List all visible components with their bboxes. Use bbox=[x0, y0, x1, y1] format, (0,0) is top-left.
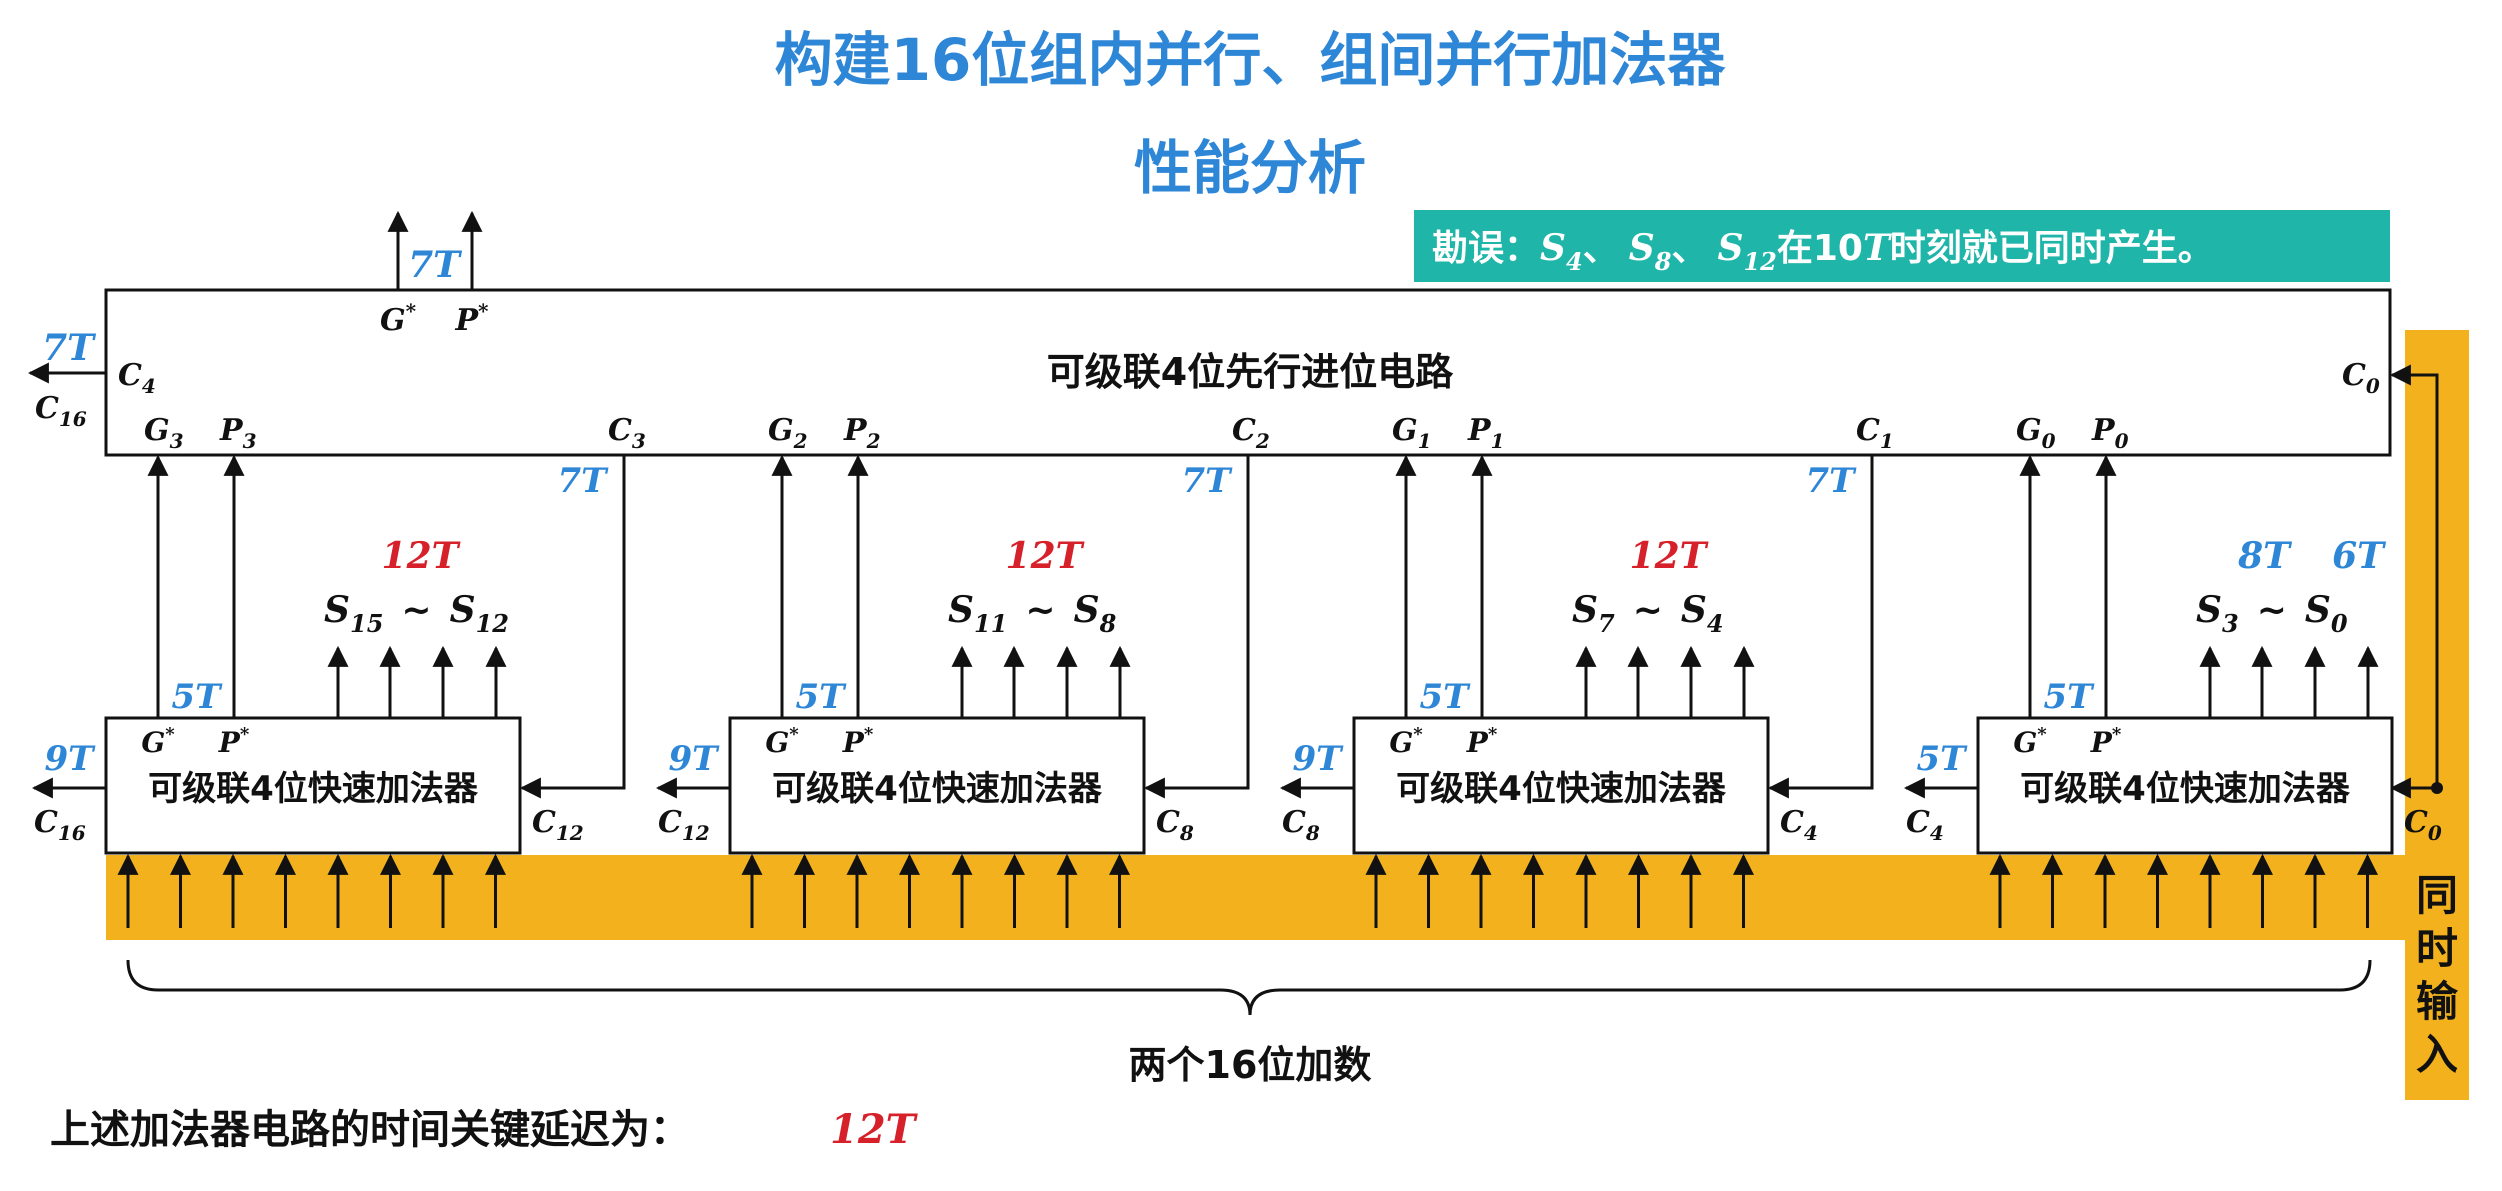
adder-cout-label-3: C4 bbox=[1906, 805, 1944, 845]
c0-junction-dot bbox=[2431, 782, 2443, 794]
sum-range-3: S3~S0 bbox=[2196, 589, 2348, 638]
c3-label: C3 bbox=[608, 413, 646, 453]
adder-cin-label-1: C8 bbox=[1156, 805, 1194, 845]
side-label-4: 入 bbox=[2416, 1030, 2458, 1079]
adder-g-star-1: G* bbox=[765, 724, 799, 759]
p1-label: P1 bbox=[1467, 413, 1504, 453]
adder-label-0: 可级联4位快速加法器 bbox=[148, 769, 479, 809]
g2-label: G2 bbox=[768, 413, 808, 453]
adder-cout-delay-1: 9T bbox=[669, 739, 721, 779]
adder-box-1 bbox=[728, 716, 1146, 855]
cla-c4-delay: 7T bbox=[42, 327, 96, 369]
adder-box-3 bbox=[1976, 716, 2394, 855]
adder-p-star-2: P* bbox=[1466, 724, 1498, 759]
erratum-text: 勘误：S4、S8、S12在10T时刻就已同时产生。 bbox=[1432, 227, 2214, 276]
sum-range-0: S15~S12 bbox=[324, 589, 509, 638]
adder-cout-label-0: C16 bbox=[34, 805, 86, 845]
adder-cout-delay-0: 9T bbox=[45, 739, 97, 779]
adder-cout-delay-2: 9T bbox=[1293, 739, 1345, 779]
sum-delay-0: 12T bbox=[382, 535, 461, 577]
c2-carry-line bbox=[1143, 455, 1250, 799]
adder-label-3: 可级联4位快速加法器 bbox=[2020, 769, 2351, 809]
g1-label: G1 bbox=[1392, 413, 1432, 453]
input-band-horizontal bbox=[106, 855, 2469, 940]
adder-cout-label-1: C12 bbox=[658, 805, 710, 845]
title-line-2: 性能分析 bbox=[1134, 134, 1366, 202]
title-line-1: 构建16位组内并行、组间并行加法器 bbox=[775, 26, 1727, 94]
adder-gp-delay-2: 5T bbox=[1420, 677, 1472, 717]
cla-c16-label: C16 bbox=[35, 391, 87, 431]
footer-text: 上述加法器电路的时间关键延迟为： bbox=[50, 1107, 690, 1153]
adder-p-star-0: P* bbox=[218, 724, 250, 759]
g3-label: G3 bbox=[144, 413, 184, 453]
adder-cout-delay-3: 5T bbox=[1917, 739, 1969, 779]
adder-cout-label-2: C8 bbox=[1282, 805, 1320, 845]
cla-unit-label: 可级联4位先行进位电路 bbox=[1047, 350, 1454, 394]
sum-range-1: S11~S8 bbox=[948, 589, 1117, 638]
adder-g-star-2: G* bbox=[1389, 724, 1423, 759]
p3-label: P3 bbox=[219, 413, 257, 453]
adder-gp-delay-1: 5T bbox=[796, 677, 848, 717]
side-label-3: 输 bbox=[2416, 977, 2459, 1026]
cla-g-star-label: G* bbox=[380, 299, 417, 338]
c1-carry-line bbox=[1767, 455, 1874, 799]
sum-range-2: S7~S4 bbox=[1572, 589, 1724, 638]
adder-p-star-1: P* bbox=[842, 724, 874, 759]
addends-brace bbox=[126, 959, 2372, 1016]
sum-delay-2: 12T bbox=[1630, 535, 1709, 577]
adder-cin-label-0: C12 bbox=[532, 805, 584, 845]
c2-label: C2 bbox=[1232, 413, 1270, 453]
p2-label: P2 bbox=[843, 413, 881, 453]
adder-gp-delay-0: 5T bbox=[172, 677, 224, 717]
p0-label: P0 bbox=[2091, 413, 2129, 453]
c3-carry-line bbox=[519, 455, 626, 799]
sum-delay-1: 12T bbox=[1006, 535, 1085, 577]
adder-p-star-3: P* bbox=[2090, 724, 2122, 759]
adder-box-0 bbox=[104, 716, 522, 855]
adder-g-star-0: G* bbox=[141, 724, 175, 759]
adder-box-2 bbox=[1352, 716, 1770, 855]
erratum-banner bbox=[1414, 210, 2390, 282]
cla-p-star-label: P* bbox=[454, 299, 489, 338]
adder-g-star-3: G* bbox=[2013, 724, 2047, 759]
cla-c4-label: C4 bbox=[118, 358, 156, 398]
c0-feed-to-cla bbox=[2389, 364, 2439, 788]
c3-delay: 7T bbox=[558, 461, 610, 501]
adder-cin-label-3: C0 bbox=[2404, 805, 2442, 845]
c2-delay: 7T bbox=[1182, 461, 1234, 501]
cla-gp-delay: 7T bbox=[408, 244, 462, 286]
adder-label-2: 可级联4位快速加法器 bbox=[1396, 769, 1727, 809]
cla-c0-label: C0 bbox=[2342, 358, 2380, 398]
c1-label: C1 bbox=[1856, 413, 1894, 453]
g0-label: G0 bbox=[2016, 413, 2056, 453]
adder-label-1: 可级联4位快速加法器 bbox=[772, 769, 1103, 809]
footer-value: 12T bbox=[830, 1106, 919, 1153]
adder-gp-delay-3: 5T bbox=[2044, 677, 2096, 717]
sum-delay-lo-3: 6T bbox=[2332, 535, 2386, 577]
adder-cin-label-2: C4 bbox=[1780, 805, 1818, 845]
sum-delay-hi-3: 8T bbox=[2237, 535, 2292, 577]
brace-label: 两个16位加数 bbox=[1129, 1043, 1372, 1087]
side-label-1: 同 bbox=[2416, 871, 2458, 920]
c1-delay: 7T bbox=[1806, 461, 1858, 501]
side-label-2: 时 bbox=[2416, 924, 2458, 973]
